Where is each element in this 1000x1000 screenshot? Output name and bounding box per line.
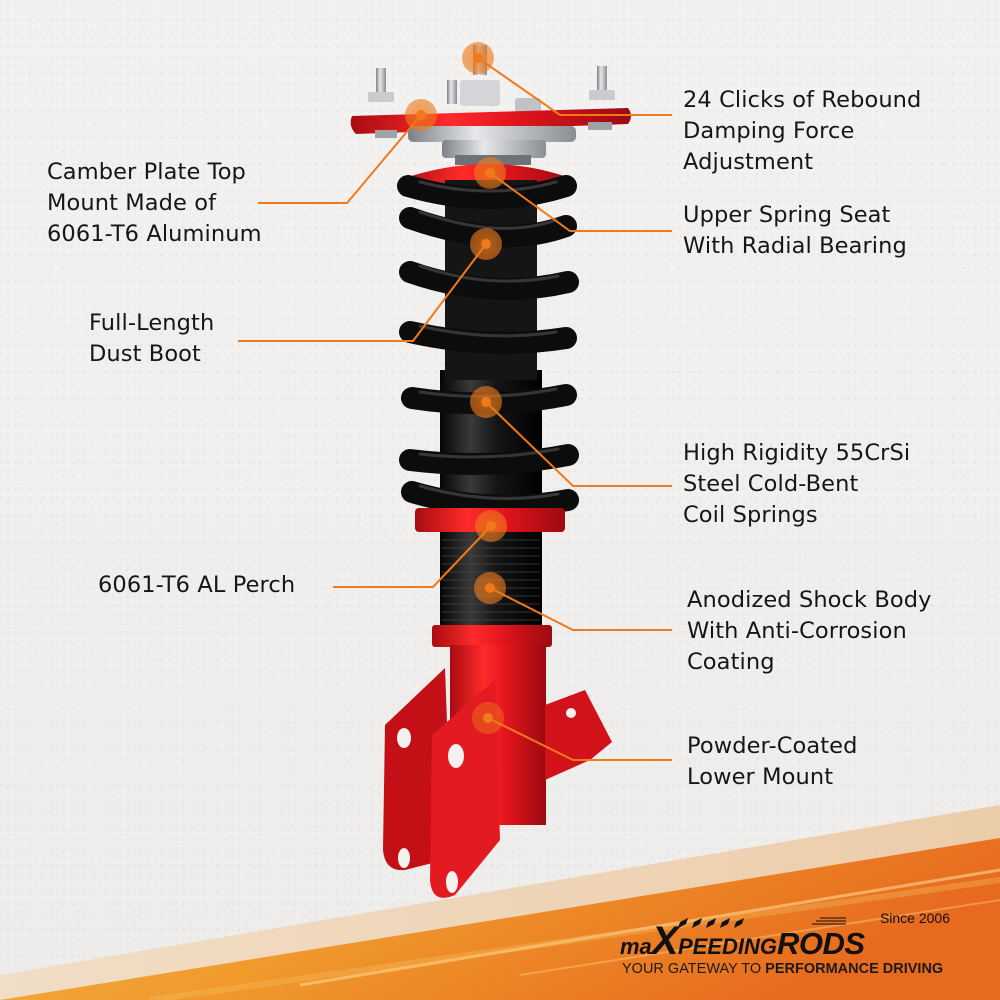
callout-line: Mount Made of (47, 190, 217, 216)
tagline-light: YOUR GATEWAY TO (622, 961, 766, 977)
brand-logo: Since 2006 maXPEEDINGRODS YOUR GATEWAY T… (620, 910, 950, 982)
callout-line: Anodized Shock Body (687, 587, 932, 613)
callout-line: Adjustment (683, 149, 814, 175)
leader-perch (333, 525, 492, 588)
leader-shock-body (489, 587, 672, 631)
brand-name-mid: PEEDING (677, 934, 778, 959)
callout-line: Camber Plate Top (47, 159, 246, 185)
callout-coil-springs-label: High Rigidity 55CrSi Steel Cold-Bent Coi… (683, 438, 910, 531)
brand-name-prefix: ma (620, 934, 652, 959)
callout-camber-plate-label: Camber Plate Top Mount Made of 6061-T6 A… (47, 157, 262, 250)
tagline-bold: PERFORMANCE DRIVING (765, 961, 944, 977)
callout-perch-label: 6061-T6 AL Perch (98, 570, 295, 601)
callout-line: Upper Spring Seat (683, 202, 891, 228)
callout-line: Full-Length (89, 310, 215, 336)
callout-line: 6061-T6 AL Perch (98, 572, 296, 598)
callout-line: 24 Clicks of Rebound (683, 87, 922, 113)
callout-spring-seat-label: Upper Spring Seat With Radial Bearing (683, 200, 907, 262)
callout-line: Dust Boot (89, 341, 201, 367)
callout-line: Coating (687, 649, 775, 675)
callout-lower-mount-label: Powder-Coated Lower Mount (687, 731, 858, 793)
callout-rebound-label: 24 Clicks of Rebound Damping Force Adjus… (683, 85, 921, 178)
callout-dust-boot-label: Full-Length Dust Boot (89, 308, 214, 370)
callout-line: Lower Mount (687, 764, 834, 790)
leader-dust-boot (238, 243, 487, 342)
leader-rebound (477, 57, 672, 116)
callout-line: Steel Cold-Bent (683, 471, 859, 497)
brand-name-x: X (651, 919, 679, 963)
leader-camber-plate (258, 114, 422, 204)
brand-tagline: YOUR GATEWAY TO PERFORMANCE DRIVING (622, 961, 943, 977)
leader-lower-mount (487, 717, 672, 761)
callout-line: With Anti-Corrosion (687, 618, 907, 644)
callout-line: High Rigidity 55CrSi (683, 440, 911, 466)
checkered-flag-icon (678, 917, 846, 928)
callout-shock-body-label: Anodized Shock Body With Anti-Corrosion … (687, 585, 932, 678)
callout-line: 6061-T6 Aluminum (47, 221, 262, 247)
brand-name-suffix: RODS (777, 926, 865, 961)
callout-line: With Radial Bearing (683, 233, 907, 259)
callout-line: Damping Force (683, 118, 855, 144)
callout-line: Powder-Coated (687, 733, 858, 759)
brand-name: maXPEEDINGRODS (620, 919, 865, 966)
brand-since: Since 2006 (879, 910, 950, 926)
callout-dots (405, 42, 507, 734)
callout-line: Coil Springs (683, 502, 818, 528)
leader-spring-seat (489, 172, 672, 232)
leader-coil-springs (485, 401, 672, 487)
